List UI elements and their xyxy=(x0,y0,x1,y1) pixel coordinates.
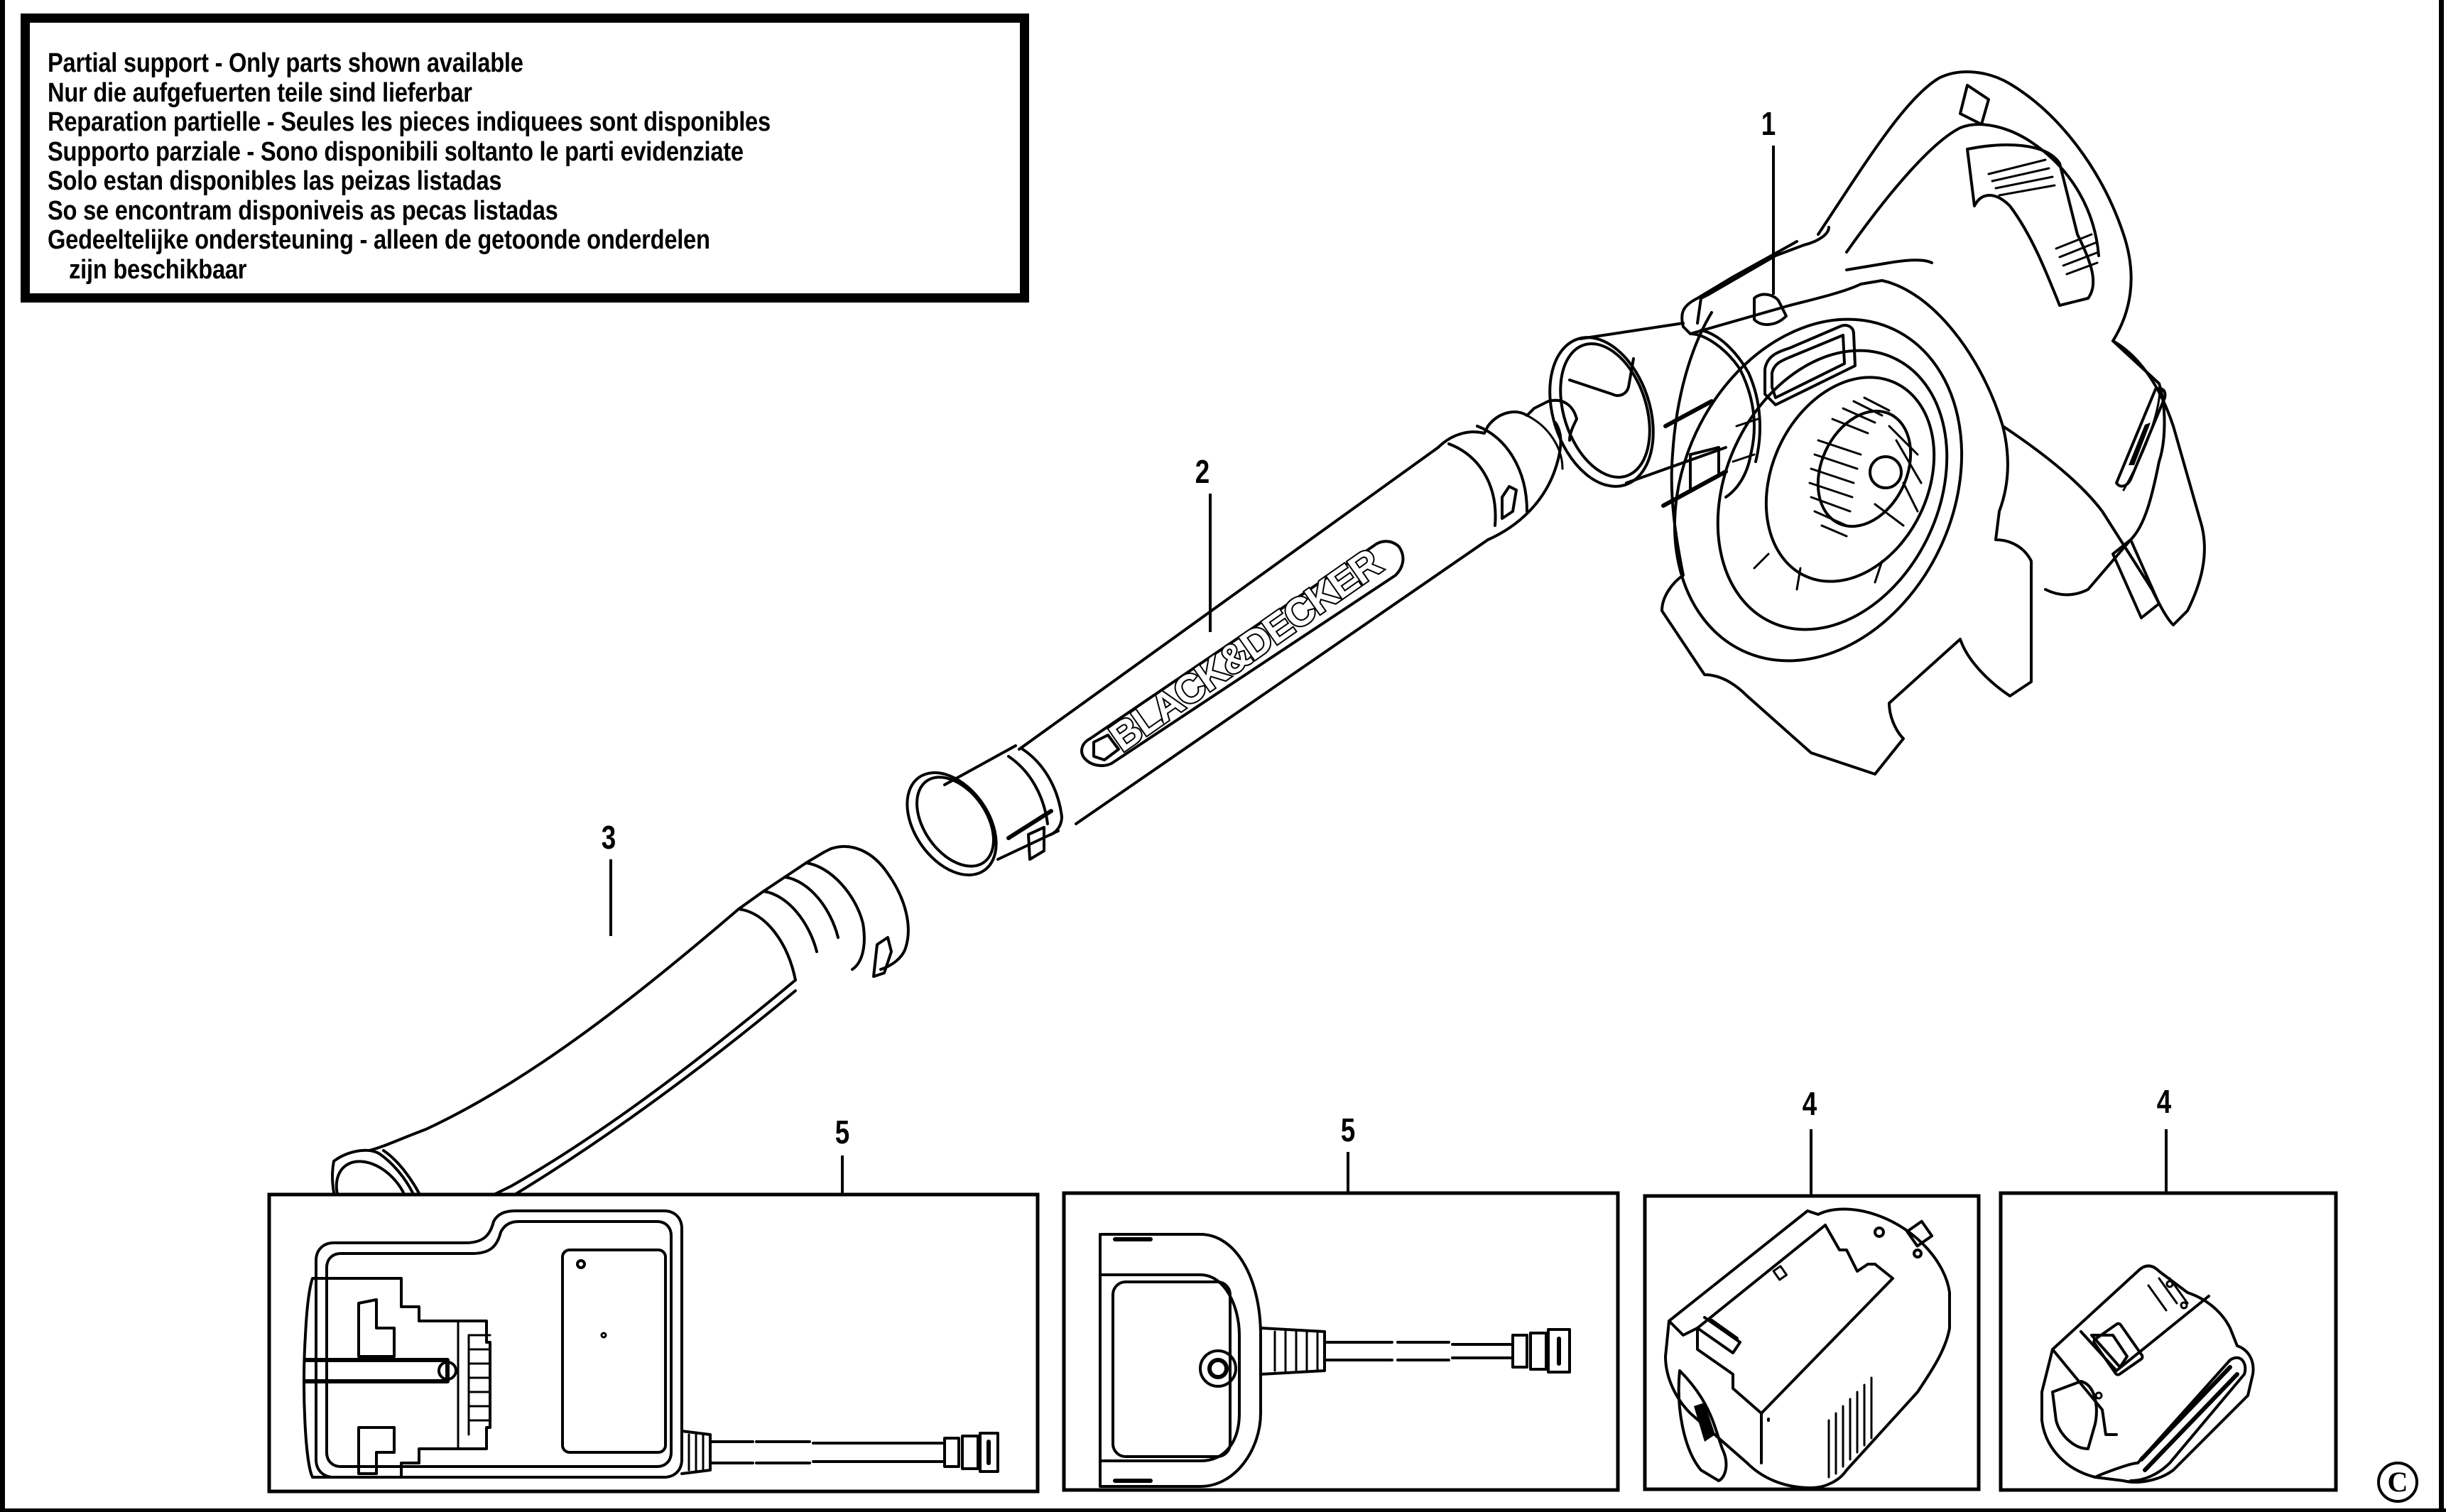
copyright-mark: C xyxy=(2377,1462,2418,1503)
sheet-border-bottom xyxy=(0,1508,2446,1512)
notice-line-it: Supporto parziale - Sono disponibili sol… xyxy=(48,136,744,167)
notice-line-fr: Reparation partielle - Seules les pieces… xyxy=(48,107,771,137)
notice-line-pt: So se encontram disponiveis as pecas lis… xyxy=(48,195,558,226)
tube-icon[interactable]: BLACK&DECKER xyxy=(889,398,1578,892)
battery-icon[interactable] xyxy=(2040,1264,2255,1484)
callout-4b: 4 xyxy=(2157,1083,2171,1120)
callout-5a: 5 xyxy=(835,1114,849,1151)
battery-icon[interactable] xyxy=(1664,1207,1951,1489)
availability-notice-box: Partial support - Only parts shown avail… xyxy=(21,13,1029,303)
notice-line-nl: Gedeeltelijke ondersteuning - alleen de … xyxy=(48,225,710,255)
sheet-border-right xyxy=(2439,0,2444,1512)
charger-a-frame xyxy=(267,1192,1040,1494)
callout-1: 1 xyxy=(1761,105,1776,142)
callout-5b: 5 xyxy=(1341,1111,1355,1148)
notice-line-nl-cont: zijn beschikbaar xyxy=(69,254,247,285)
sheet-border-left xyxy=(0,0,5,1512)
callout-3: 3 xyxy=(602,819,616,856)
battery-a-frame xyxy=(1643,1194,1981,1491)
notice-lines: Partial support - Only parts shown avail… xyxy=(48,48,888,285)
battery-b-frame xyxy=(1999,1191,2338,1492)
brand-logo-text: BLACK&DECKER xyxy=(1102,540,1389,760)
notice-line-es: Solo estan disponibles las peizas listad… xyxy=(48,166,502,196)
callout-2: 2 xyxy=(1195,453,1210,490)
notice-line-en: Partial support - Only parts shown avail… xyxy=(48,48,523,78)
charger-icon[interactable] xyxy=(303,1209,999,1479)
charger-icon[interactable] xyxy=(1099,1233,1571,1488)
callout-4a: 4 xyxy=(1803,1085,1817,1122)
notice-line-de: Nur die aufgefuerten teile sind lieferba… xyxy=(48,77,472,108)
leaf-blower-icon[interactable] xyxy=(1532,70,2206,776)
